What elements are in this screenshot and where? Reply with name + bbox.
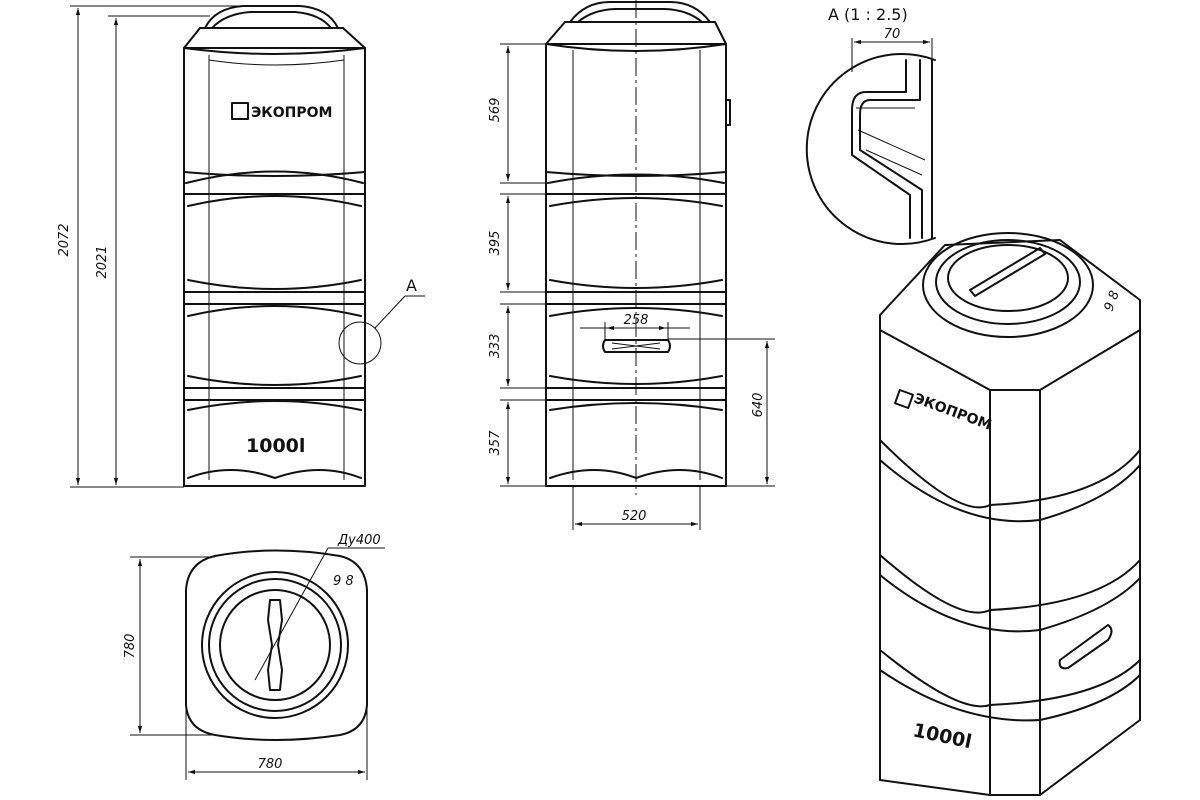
dim-section-2: 395 xyxy=(488,231,503,256)
dim-section-4: 357 xyxy=(488,430,503,456)
detail-title: A (1 : 2.5) xyxy=(828,5,908,24)
front-brand-label: ЭКОПРОМ xyxy=(251,105,332,121)
lid-label: Ду400 xyxy=(337,533,381,548)
dim-width: 520 xyxy=(622,509,647,524)
detail-callout-a: A xyxy=(406,276,417,295)
dim-wall: 70 xyxy=(884,27,901,42)
top-view: 9 8 Ду400 780 780 xyxy=(123,533,385,780)
dim-handle-height: 640 xyxy=(751,393,766,418)
top-mark: 9 8 xyxy=(333,574,354,589)
dim-body-height: 2021 xyxy=(95,245,110,278)
iso-view: 9 8 ЭКОПРОМ 1000l xyxy=(879,232,1141,796)
dim-section-1: 569 xyxy=(488,98,503,123)
side-view: 569 395 333 357 258 640 520 xyxy=(488,0,775,530)
dim-total-height: 2072 xyxy=(57,223,72,256)
iso-mark: 9 8 xyxy=(1102,289,1123,314)
dim-depth: 780 xyxy=(123,634,138,659)
iso-volume-label: 1000l xyxy=(911,719,974,753)
dim-handle-width: 258 xyxy=(624,313,649,328)
dim-section-3: 333 xyxy=(488,334,503,359)
iso-brand-label: ЭКОПРОМ xyxy=(912,391,994,434)
detail-view: A (1 : 2.5) 70 xyxy=(805,5,936,245)
front-volume-label: 1000l xyxy=(246,435,305,457)
dim-top-width: 780 xyxy=(258,757,283,772)
front-view: ЭКОПРОМ 1000l A 2072 2021 xyxy=(57,5,425,488)
